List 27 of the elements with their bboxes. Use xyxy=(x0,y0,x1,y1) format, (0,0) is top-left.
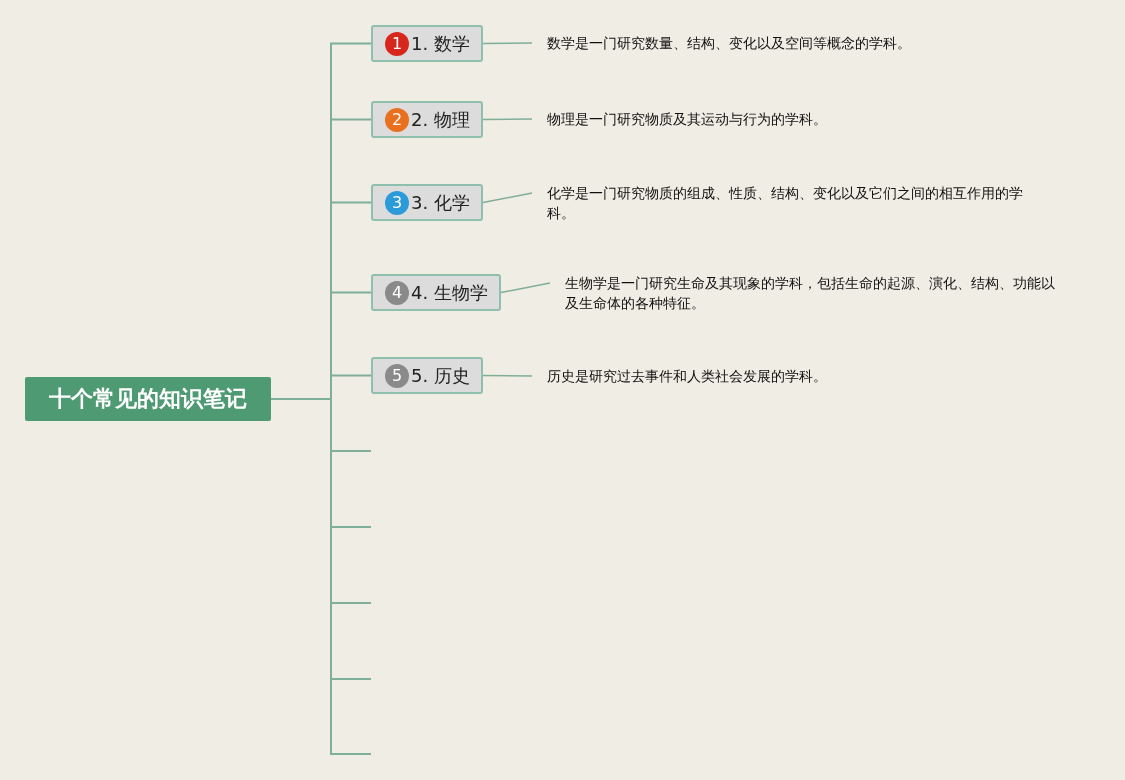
root-topic-box xyxy=(25,377,271,421)
root-topic-text: 十个常见的知识笔记 xyxy=(49,385,247,413)
note-text: 生物学是一门研究生命及其现象的学科，包括生命的起源、演化、结构、功能以及生命体的各种特征。 xyxy=(550,273,1065,315)
connector-line xyxy=(482,42,533,45)
topic-text: 5. 历史 xyxy=(411,363,470,388)
priority-badge: 3 xyxy=(385,190,409,215)
note-text: 数学是一门研究数量、结构、变化以及空间等概念的学科。 xyxy=(532,33,952,55)
topic-box xyxy=(371,25,483,62)
topic-box xyxy=(371,274,501,311)
priority-badge: 4 xyxy=(385,280,409,305)
topic-box xyxy=(371,357,483,394)
note-text: 化学是一门研究物质的组成、性质、结构、变化以及它们之间的相互作用的学科。 xyxy=(532,183,1032,225)
note-text: 历史是研究过去事件和人类社会发展的学科。 xyxy=(532,366,852,388)
topic-box xyxy=(371,101,483,138)
topic-text: 1. 数学 xyxy=(411,31,470,56)
connector-line xyxy=(482,192,533,204)
priority-badge: 2 xyxy=(385,107,409,132)
topic-text: 2. 物理 xyxy=(411,107,470,132)
note-text: 物理是一门研究物质及其运动与行为的学科。 xyxy=(532,109,852,131)
priority-badge: 1 xyxy=(385,31,409,56)
topic-text: 4. 生物学 xyxy=(411,280,488,305)
connector-line xyxy=(500,282,551,294)
topic-text: 3. 化学 xyxy=(411,190,470,215)
connector-line xyxy=(482,374,533,377)
topic-box xyxy=(371,184,483,221)
priority-badge: 5 xyxy=(385,363,409,388)
connector-line xyxy=(482,118,533,121)
